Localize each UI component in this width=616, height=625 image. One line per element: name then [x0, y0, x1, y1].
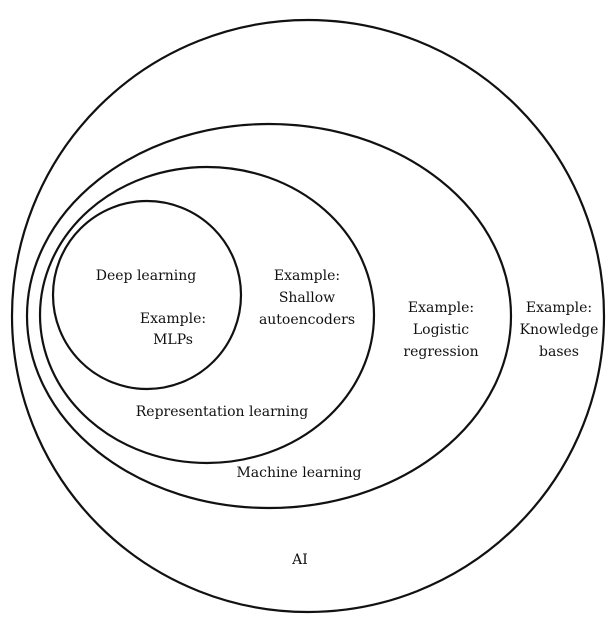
representation-example-line-1: Example:: [274, 268, 340, 284]
machine-learning-label: Machine learning: [236, 465, 361, 481]
representation-learning-label: Representation learning: [136, 404, 309, 420]
ai-label: AI: [291, 552, 308, 568]
representation-example-line-3: autoencoders: [259, 312, 355, 328]
machine-learning-example-line-1: Example:: [408, 300, 474, 316]
ai-example-line-2: Knowledge: [520, 322, 599, 338]
machine-learning-ellipse: [25, 122, 513, 510]
machine-learning-example-line-3: regression: [403, 344, 478, 360]
ai-circle: [10, 18, 606, 614]
representation-example-line-2: Shallow: [279, 290, 335, 306]
deep-learning-example-line-2: MLPs: [153, 332, 193, 348]
ai-example-line-1: Example:: [526, 300, 592, 316]
deep-learning-label: Deep learning: [96, 268, 197, 284]
deep-learning-example-line-1: Example:: [140, 311, 206, 327]
machine-learning-example-line-2: Logistic: [413, 322, 469, 338]
deep-learning-circle: [51, 199, 243, 391]
ai-example-line-3: bases: [539, 344, 579, 360]
representation-learning-ellipse: [38, 165, 376, 465]
